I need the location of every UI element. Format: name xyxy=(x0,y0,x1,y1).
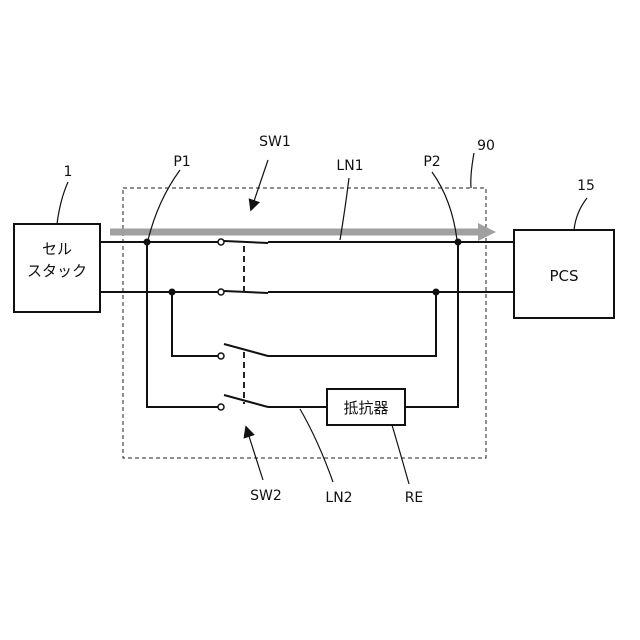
cell-stack-label-2: スタック xyxy=(27,262,87,280)
leader-module-ref xyxy=(471,153,474,188)
leader-pcs-ref xyxy=(574,198,587,230)
leader-cell-ref xyxy=(57,182,68,224)
leader-ln2 xyxy=(300,409,333,482)
top-switch-contact xyxy=(218,239,224,245)
ln2-branch-left xyxy=(147,242,218,407)
sw2-upper-blade xyxy=(224,344,268,356)
label-sw1: SW1 xyxy=(259,134,291,150)
current-flow-arrow-head xyxy=(478,223,496,241)
sw2-upper-branch-right xyxy=(268,292,436,356)
label-re: RE xyxy=(405,490,424,506)
label-cell-ref: 1 xyxy=(64,164,73,180)
top-switch-blade xyxy=(224,241,268,243)
label-module-ref: 90 xyxy=(477,138,495,154)
label-pcs-ref: 15 xyxy=(577,178,595,194)
bottom-switch-blade xyxy=(224,291,268,293)
ln2-branch-right xyxy=(405,242,458,407)
resistor-label: 抵抗器 xyxy=(343,399,388,417)
sw2-lower-contact xyxy=(218,404,224,410)
leader-sw1 xyxy=(252,160,268,207)
leader-sw2 xyxy=(247,430,263,480)
sw2-upper-branch-left xyxy=(172,292,218,356)
label-ln2: LN2 xyxy=(325,490,352,506)
sw2-upper-contact xyxy=(218,353,224,359)
label-sw2: SW2 xyxy=(250,488,282,504)
bottom-switch-contact xyxy=(218,289,224,295)
label-p1: P1 xyxy=(173,154,190,170)
leader-re xyxy=(392,425,409,484)
sw2-lower-blade xyxy=(224,395,268,407)
cell-stack-label-1: セル xyxy=(42,240,72,258)
pcs-label: PCS xyxy=(549,267,578,285)
label-p2: P2 xyxy=(423,154,440,170)
label-ln1: LN1 xyxy=(336,158,363,174)
